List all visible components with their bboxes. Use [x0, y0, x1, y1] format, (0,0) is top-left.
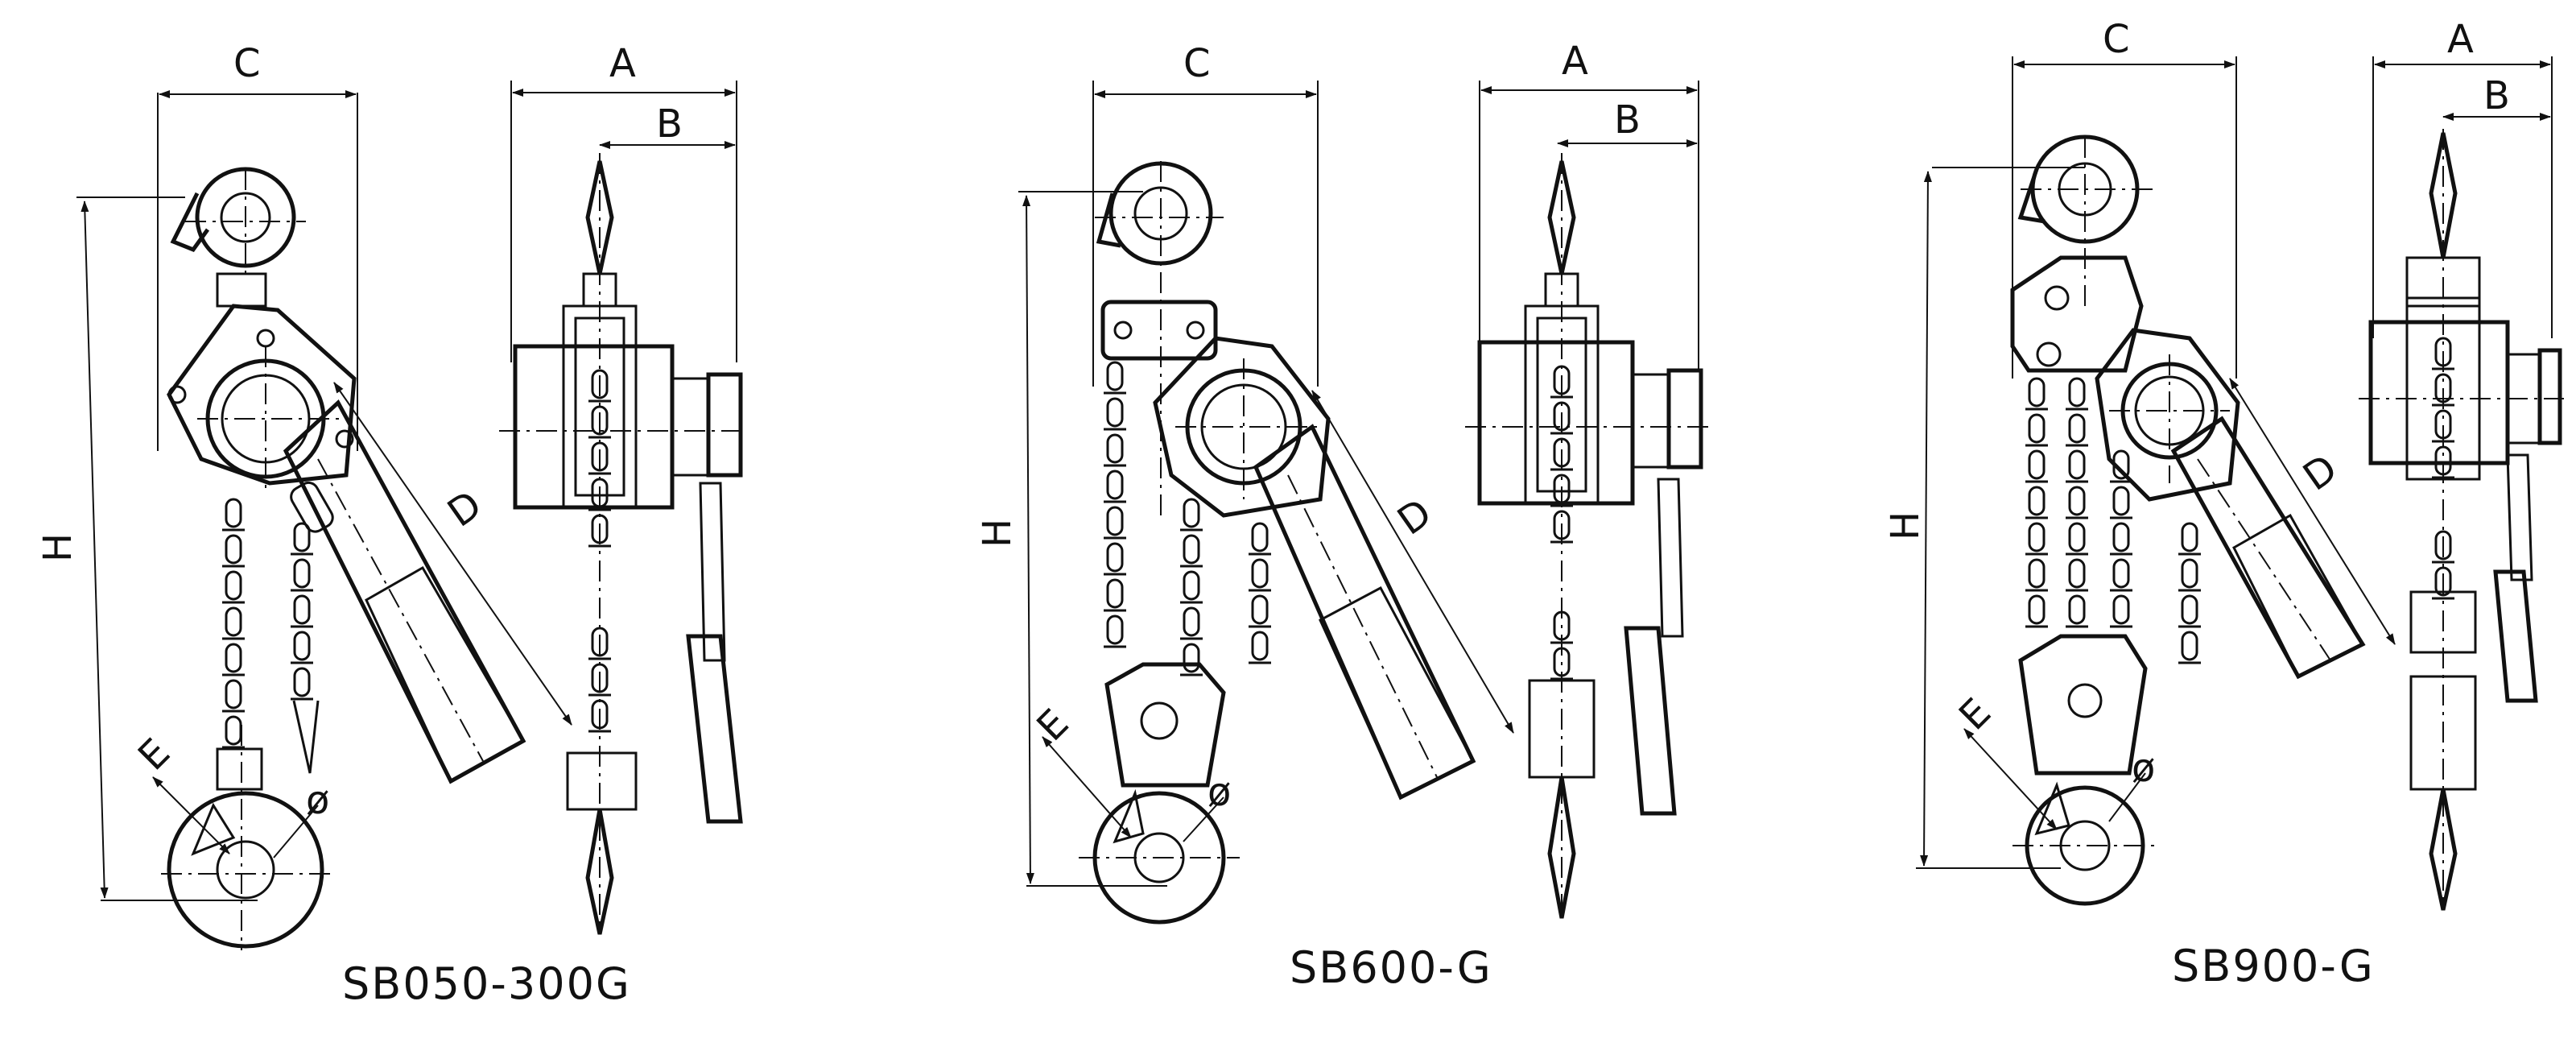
sb050-front-view: C H — [35, 41, 572, 950]
dim-label-e: E — [1028, 701, 1077, 750]
dim-label-h: H — [1883, 511, 1928, 540]
model-sb900-drawing: C H D — [1883, 17, 2564, 911]
sb600-front-view: C H D — [975, 41, 1514, 925]
sb050-side-view: A B — [499, 41, 749, 935]
dim-label-h: H — [35, 533, 80, 562]
model-sb600-drawing: C H D — [975, 39, 1711, 925]
dim-label-e: E — [1951, 690, 2000, 739]
dim-label-a: A — [2447, 17, 2474, 62]
model-sb050-drawing: C H — [35, 41, 749, 950]
dim-label-d: D — [2295, 446, 2345, 500]
sb600-side-view: A B — [1465, 39, 1711, 919]
sb900-side-view: A B — [2359, 17, 2564, 911]
dim-label-phi: ø — [2132, 746, 2155, 791]
dim-label-d: D — [440, 482, 489, 536]
dim-label-b: B — [1614, 97, 1641, 143]
dim-label-c: C — [1183, 41, 1211, 86]
sb900-front-view: C H D — [1883, 17, 2396, 906]
dim-label-phi: ø — [1208, 770, 1231, 815]
dim-label-e: E — [130, 730, 179, 780]
dim-label-a: A — [609, 41, 636, 86]
model-caption-sb900: SB900-G — [2172, 941, 2375, 991]
dim-label-h: H — [975, 519, 1020, 548]
dim-label-c: C — [2103, 17, 2130, 62]
model-caption-sb050: SB050-300G — [342, 958, 631, 1009]
dim-label-b: B — [656, 101, 683, 147]
dim-label-c: C — [233, 41, 261, 86]
dim-label-a: A — [1562, 39, 1588, 84]
dim-label-b: B — [2483, 73, 2510, 118]
dim-label-phi: ø — [306, 778, 329, 823]
model-caption-sb600: SB600-G — [1290, 942, 1492, 993]
